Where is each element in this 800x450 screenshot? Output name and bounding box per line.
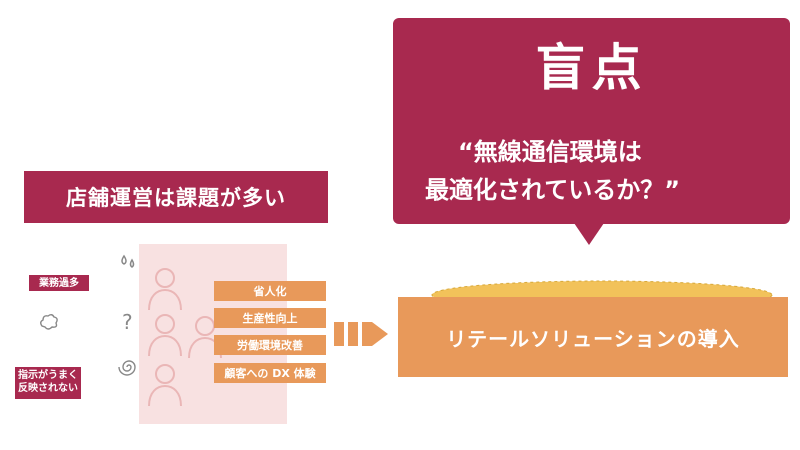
callout-question-line1: “無線通信環境は [458,138,642,166]
callout-tail [574,223,604,245]
callout-question-line2: 最適化されているか？” [425,176,681,204]
puff-icon [40,314,58,330]
staff-panel [139,244,287,424]
label-labor-saving: 省人化 [214,281,326,301]
question-mark-icon: ? [122,310,133,334]
tag-instructions-line1: 指示がうまく [18,370,78,381]
tag-workload: 業務過多 [29,275,89,291]
retail-solution-box: リテールソリューションの導入 [398,297,788,377]
callout-title: 盲点 [535,39,648,97]
tag-instructions-line2: 反映されない [18,383,78,394]
person-icon [148,314,182,356]
label-work-environment: 労働環境改善 [214,335,326,355]
person-icon [148,268,182,310]
tag-instructions: 指示がうまく 反映されない [15,367,81,399]
swirl-icon [118,360,136,376]
arrow-right-icon [334,322,388,346]
label-customer-dx: 顧客への DX 体験 [214,363,326,383]
blindspot-callout [393,18,790,224]
sweat-icon [121,254,135,268]
left-heading: 店舗運営は課題が多い [24,171,328,223]
person-icon [148,364,182,406]
label-productivity: 生産性向上 [214,308,326,328]
